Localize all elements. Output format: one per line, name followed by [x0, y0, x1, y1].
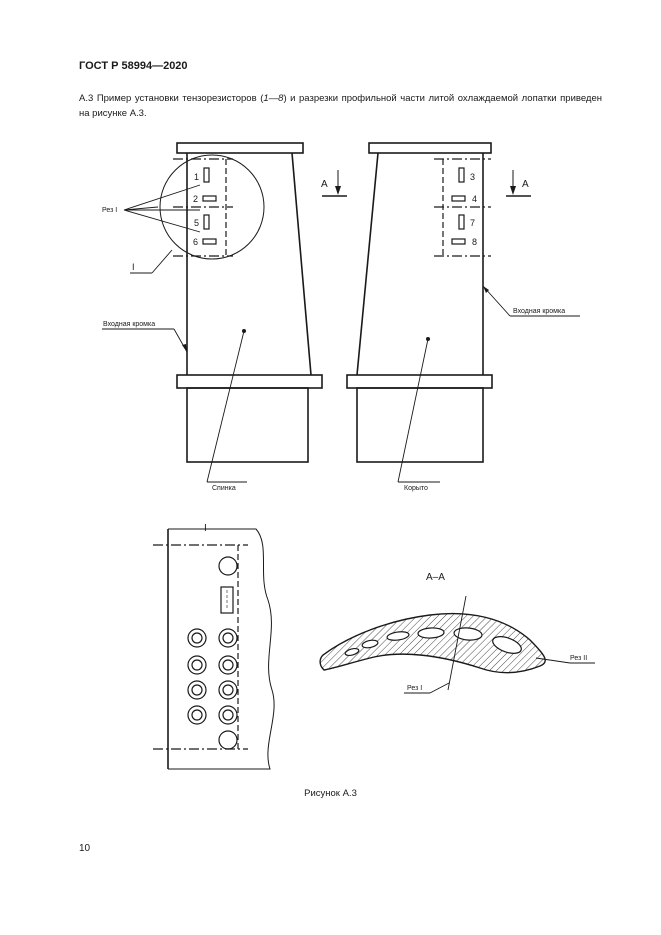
paragraph-range: 1—8	[263, 93, 284, 104]
section-a-a: А–А Рез I Рез II	[319, 572, 595, 694]
pressure-side-label: Корыто	[404, 485, 428, 492]
section-a-label-right: А	[522, 179, 529, 190]
section-cut-2-label: Рез II	[570, 655, 587, 662]
intro-paragraph: А.3 Пример установки тензорезисторов (1—…	[79, 91, 602, 121]
cut-1-label: Рез I	[102, 207, 117, 214]
leading-edge-right-label: Входная кромка	[513, 308, 565, 315]
gauge-2-label: 2	[193, 194, 198, 204]
gauge-1-label: 1	[194, 172, 199, 182]
paragraph-lead: А.3 Пример установки тензорезисторов (	[79, 93, 264, 104]
figure-caption: Рисунок А.3	[304, 788, 357, 799]
suction-side-label: Спинка	[212, 485, 236, 492]
section-a-label-left: А	[321, 179, 328, 190]
right-blade: 3 4 7 8 Входная кромка Корыто	[346, 142, 580, 492]
gauge-8-label: 8	[472, 237, 477, 247]
page-number: 10	[79, 843, 91, 854]
gauge-7-label: 7	[470, 218, 475, 228]
section-a-arrow-right: А	[506, 170, 531, 197]
paragraph-tail: ) и разрезки профильной части литой охла…	[79, 93, 602, 119]
gauge-3-label: 3	[470, 172, 475, 182]
gauge-6-label: 6	[193, 237, 198, 247]
section-a-a-title: А–А	[426, 572, 445, 583]
section-a-arrow-left: А	[321, 170, 347, 197]
leading-edge-left-label: Входная кромка	[103, 321, 155, 328]
section-cut-1-label: Рез I	[407, 685, 422, 692]
left-blade: 1 2 5 6 Рез I I Входная кромка Спинка	[102, 142, 323, 492]
detail-view-1: I	[153, 523, 275, 770]
gauge-4-label: 4	[472, 194, 477, 204]
view-1-marker: I	[132, 262, 135, 272]
document-header: ГОСТ Р 58994—2020	[79, 60, 188, 72]
gauge-5-label: 5	[194, 218, 199, 228]
